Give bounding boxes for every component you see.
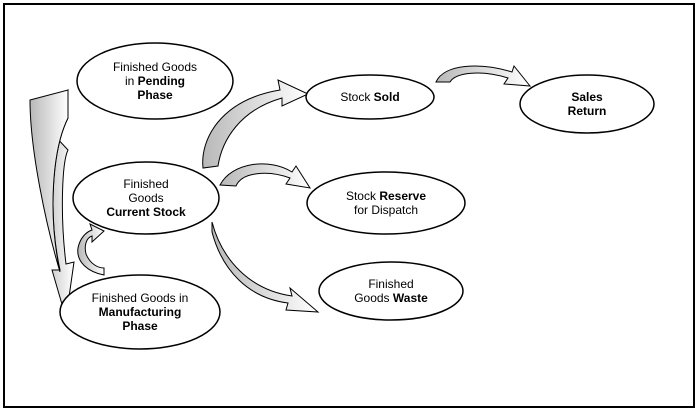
- arrow-sold-to-return: [435, 64, 532, 87]
- arrow-pending-to-manufacturing-tail: [29, 89, 69, 273]
- node-label-line: Sales: [571, 90, 603, 104]
- arrow-manufacturing-to-current: [77, 223, 105, 276]
- node-label-line: Finished: [368, 277, 413, 291]
- node-label-line: for Dispatch: [354, 203, 418, 217]
- node-label-line: Current Stock: [106, 205, 186, 219]
- node-label-line: Goods: [128, 191, 163, 205]
- svg-text:Stock Sold: Stock Sold: [340, 90, 399, 104]
- node-label-line: Return: [568, 104, 607, 118]
- node-label-line: Stock Reserve: [346, 189, 426, 203]
- node-label-line: Manufacturing: [99, 305, 182, 319]
- node-label-line: Finished: [123, 177, 168, 191]
- node-label-line: Stock Sold: [340, 90, 399, 104]
- arrow-current-to-waste: [211, 221, 320, 313]
- node-label-line: Finished Goods: [113, 60, 197, 74]
- node-stock-sold: Stock Sold: [305, 74, 435, 120]
- node-label-line: Goods Waste: [354, 291, 428, 305]
- node-label-line: Phase: [137, 88, 173, 102]
- node-label-line: in Pending: [125, 74, 185, 88]
- node-label-line: Finished Goods in: [92, 291, 189, 305]
- node-label-line: Phase: [122, 319, 158, 333]
- arrow-current-to-reserve: [219, 163, 312, 189]
